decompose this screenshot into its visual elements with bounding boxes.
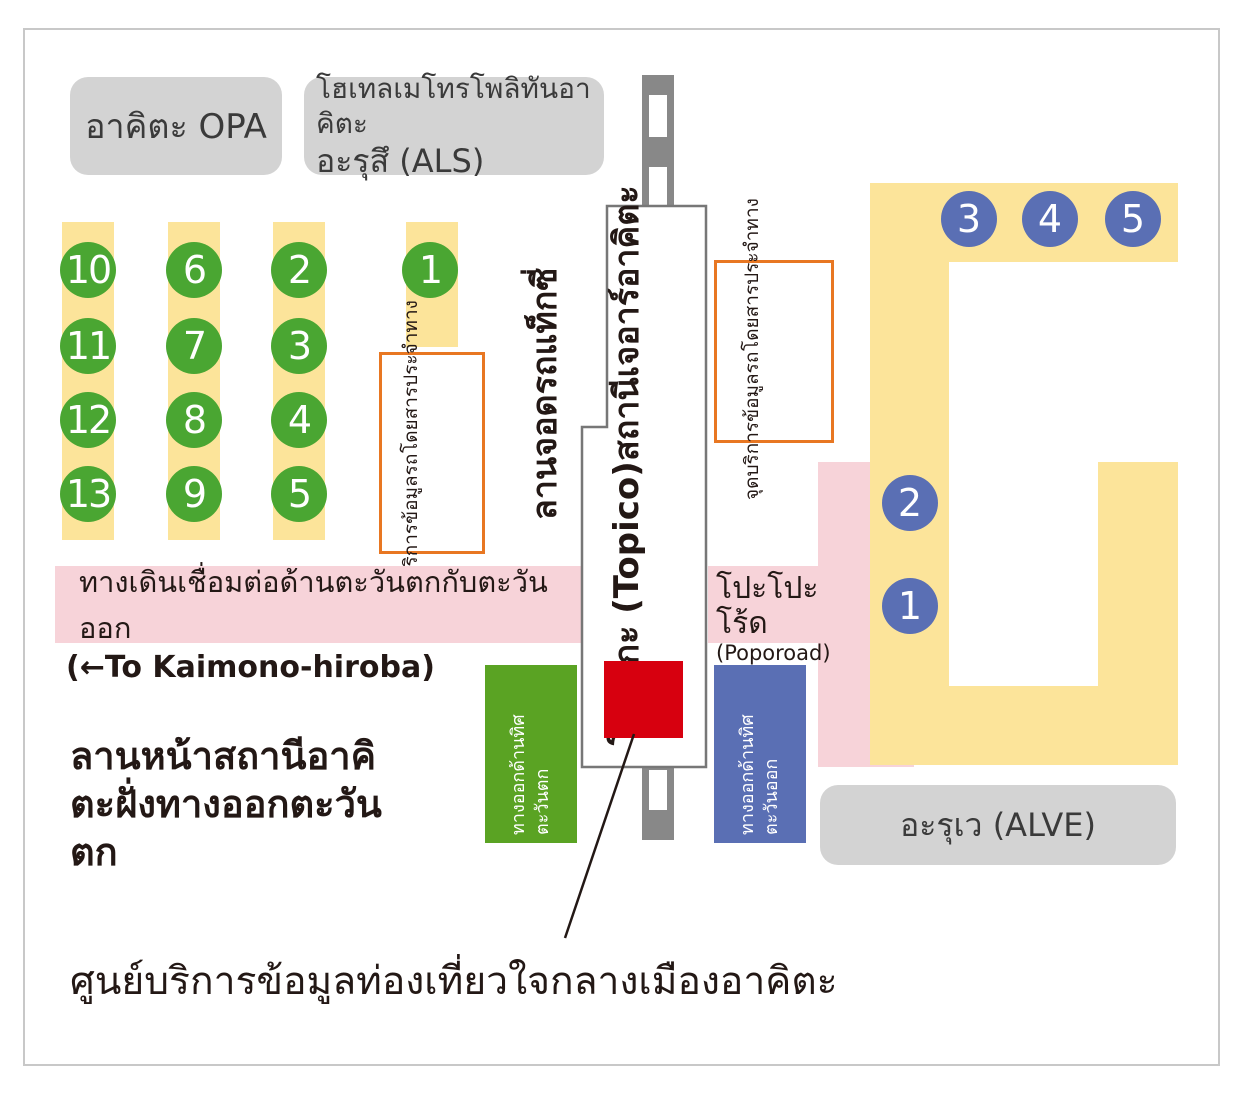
station-building[interactable]	[578, 204, 710, 770]
building-als-line2: อะรุสึ (ALS)	[316, 142, 485, 180]
bus-stop-west-10[interactable]: 10	[60, 242, 116, 298]
bus-stop-west-13[interactable]: 13	[60, 466, 116, 522]
bus-stop-east-1[interactable]: 1	[882, 578, 938, 634]
station-label: โทปิโกะ (Topico) สถานีเจอาร์อาคิตะ	[606, 185, 648, 744]
bus-info-point-west-label: จุดบริการข้อมูลรถ โดยสารประจำทาง	[400, 300, 422, 602]
bus-stop-west-11[interactable]: 11	[60, 318, 116, 374]
tourist-info-center-label: ศูนย์บริการข้อมูลท่องเที่ยวใจกลางเมืองอา…	[70, 959, 838, 1004]
bus-info-point-east[interactable]: จุดบริการข้อมูลรถ โดยสารประจำทาง	[714, 198, 834, 500]
bus-info-point-east-label: จุดบริการข้อมูลรถ โดยสารประจำทาง	[741, 198, 763, 500]
west-plaza-label: ลานหน้าสถานีอาคิ ตะฝั่งทางออกตะวัน ตก	[70, 734, 382, 874]
east-exit[interactable]: ทางออกด้านทิศตะวันออก	[714, 665, 806, 843]
taxi-plaza-label: ลานจอดรถแท็กซี่	[525, 267, 565, 520]
west-exit-label: ทางออกด้านทิศตะวันตก	[508, 714, 553, 835]
bus-stop-east-2[interactable]: 2	[882, 475, 938, 531]
bus-stop-west-6[interactable]: 6	[166, 242, 222, 298]
building-als-line1: โฮเทลเมโทรโพลิทันอาคิตะ	[316, 72, 591, 140]
poporoad-label: โปะโปะโร้ด (Poporoad)	[716, 571, 856, 665]
east-exit-label: ทางออกด้านทิศตะวันออก	[737, 714, 782, 835]
poporoad-english: (Poporoad)	[716, 641, 831, 665]
bus-stop-east-4[interactable]: 4	[1022, 191, 1078, 247]
bus-stop-west-4[interactable]: 4	[271, 392, 327, 448]
corridor-east	[708, 566, 823, 643]
bus-stop-west-3[interactable]: 3	[271, 318, 327, 374]
bus-stop-west-8[interactable]: 8	[166, 392, 222, 448]
kaimono-hiroba-link[interactable]: (←To Kaimono-hiroba)	[66, 650, 435, 685]
corridor-label: ทางเดินเชื่อมต่อด้านตะวันตกกับตะวันออก	[79, 564, 548, 645]
west-exit[interactable]: ทางออกด้านทิศตะวันตก	[485, 665, 577, 843]
bus-stop-east-3[interactable]: 3	[941, 191, 997, 247]
east-bus-terminal	[870, 183, 1178, 765]
map-frame	[23, 28, 1220, 1066]
bus-info-point-west[interactable]: จุดบริการข้อมูลรถ โดยสารประจำทาง	[379, 300, 485, 602]
station-label-jr: สถานีเจอาร์อาคิตะ	[607, 185, 647, 461]
bus-stop-west-5[interactable]: 5	[271, 466, 327, 522]
bus-stop-east-5[interactable]: 5	[1105, 191, 1161, 247]
building-alve[interactable]: อะรุเว (ALVE)	[820, 785, 1176, 865]
building-alve-label: อะรุเว (ALVE)	[900, 805, 1096, 844]
bus-stop-west-12[interactable]: 12	[60, 392, 116, 448]
bus-stop-west-1[interactable]: 1	[402, 242, 458, 298]
building-opa-label: อาคิตะ OPA	[85, 107, 267, 147]
tourist-info-center-marker[interactable]	[604, 661, 683, 738]
east-west-corridor[interactable]: ทางเดินเชื่อมต่อด้านตะวันตกกับตะวันออก	[55, 565, 583, 645]
poporoad-thai: โปะโปะโร้ด	[716, 571, 819, 641]
leader-line	[563, 733, 636, 939]
bus-stop-west-7[interactable]: 7	[166, 318, 222, 374]
bus-stop-west-9[interactable]: 9	[166, 466, 222, 522]
building-opa[interactable]: อาคิตะ OPA	[70, 77, 282, 175]
building-als[interactable]: โฮเทลเมโทรโพลิทันอาคิตะ อะรุสึ (ALS)	[304, 72, 604, 180]
bus-stop-west-2[interactable]: 2	[271, 242, 327, 298]
